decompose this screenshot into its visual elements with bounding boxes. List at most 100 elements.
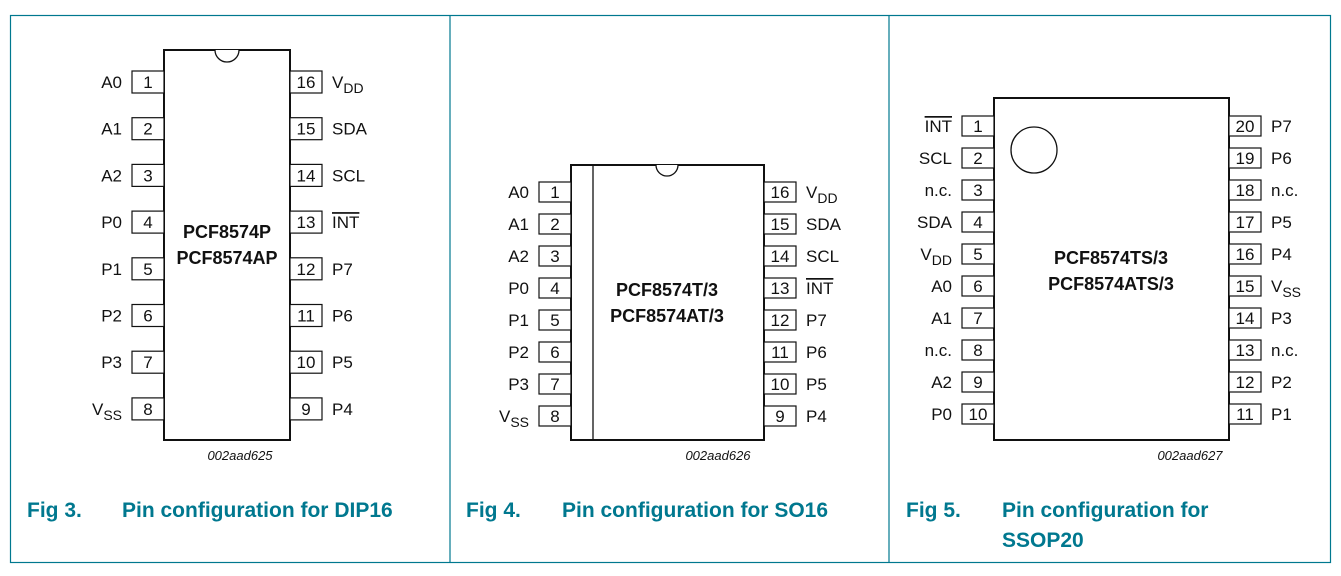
figure-title: SSOP20: [1002, 529, 1084, 552]
pin-7: 7P3: [508, 373, 572, 395]
pin-label: VDD: [806, 183, 838, 206]
figure-frame: [9, 14, 1332, 564]
pin-label: P0: [931, 405, 952, 424]
pin-number: 16: [297, 73, 316, 92]
pin-label: SDA: [332, 120, 368, 139]
pin-number: 6: [973, 277, 982, 296]
pin-label-text: SCL: [919, 149, 952, 168]
pin-number: 6: [550, 343, 559, 362]
pin-14: 14 SCL: [289, 163, 365, 187]
pin-number: 4: [550, 279, 559, 298]
pin-number: 11: [1236, 405, 1254, 424]
pin-label-text: P7: [1271, 117, 1292, 136]
chip-part-number: PCF8574T/3: [616, 280, 718, 300]
pin-number: 3: [973, 181, 982, 200]
pin-box: [1228, 275, 1262, 297]
pin-2: 2 SCL: [919, 147, 995, 169]
pin-box: [961, 147, 995, 169]
pin-6: 6P2: [508, 341, 572, 363]
pin-label-subscript: SS: [510, 414, 529, 430]
pin-number: 2: [973, 149, 982, 168]
pin-box: [1228, 115, 1262, 137]
pin-number: 7: [973, 309, 982, 328]
pin-box: [1228, 403, 1262, 425]
pin-label-text: V: [92, 400, 104, 419]
pin-label: A0: [508, 183, 529, 202]
pin-number: 14: [297, 166, 316, 185]
pin-number: 5: [143, 260, 152, 279]
pin1-dot-icon: [1010, 126, 1058, 174]
pin-label-text: INT: [925, 117, 952, 136]
pin-number: 3: [143, 166, 152, 185]
pin-label-text: P6: [806, 343, 827, 362]
pin-box: [131, 257, 165, 281]
pin-number: 2: [143, 120, 152, 139]
pin-label-text: P6: [332, 307, 353, 326]
pin-number: 8: [550, 407, 559, 426]
figure-title: Pin configuration for DIP16: [122, 499, 393, 522]
pin-label: SDA: [917, 213, 953, 232]
pin-label: VSS: [499, 407, 529, 430]
pin-2: 2A1: [508, 213, 572, 235]
pin-label: P7: [1271, 117, 1292, 136]
pin-label: VSS: [1271, 277, 1301, 300]
figure-number: Fig 3.: [27, 499, 82, 522]
pin-label: P5: [332, 353, 353, 372]
pin-label-text: A2: [101, 166, 122, 185]
pin-number: 11: [771, 343, 789, 362]
pin-number: 5: [973, 245, 982, 264]
pin-box: [538, 341, 572, 363]
figure-title: Pin configuration for: [1002, 499, 1208, 522]
figure-number: Fig 5.: [906, 499, 961, 522]
pin-label-text: A2: [508, 247, 529, 266]
pin-6: 6 A0: [931, 275, 995, 297]
pin1-notch-icon: [655, 164, 679, 177]
pin-label-text: P2: [101, 307, 122, 326]
pin-label-text: INT: [806, 279, 833, 298]
pin-box: [289, 163, 323, 187]
pin-number: 7: [143, 353, 152, 372]
pin-label: VSS: [92, 400, 122, 423]
pin-label-text: SDA: [917, 213, 953, 232]
chip-body: [163, 49, 291, 441]
pin-label: P5: [806, 375, 827, 394]
pin-label: P7: [806, 311, 827, 330]
pin-number: 10: [771, 375, 790, 394]
pin-box: [538, 309, 572, 331]
pin-box: [131, 70, 165, 94]
pin-number: 20: [1236, 117, 1255, 136]
pin-label: n.c.: [925, 181, 952, 200]
pin-label: P6: [332, 307, 353, 326]
pin-number: 13: [1236, 341, 1255, 360]
pin-box: [289, 117, 323, 141]
pin-label-text: A1: [931, 309, 952, 328]
pin-number: 10: [297, 353, 316, 372]
pin-number: 5: [550, 311, 559, 330]
pin-label: A0: [931, 277, 952, 296]
pin-label-subscript: DD: [343, 80, 363, 96]
pin-label-text: P4: [1271, 245, 1292, 264]
pin-label: n.c.: [1271, 341, 1298, 360]
pin-number: 17: [1236, 213, 1255, 232]
pin-label-text: SCL: [332, 166, 365, 185]
pin-label-subscript: DD: [817, 190, 837, 206]
pin-box: [763, 405, 797, 427]
pin-box: [289, 350, 323, 374]
pin-label-text: INT: [332, 213, 359, 232]
pin-20: 20 P7: [1228, 115, 1292, 137]
pin-label-text: P3: [1271, 309, 1292, 328]
pin-number: 9: [301, 400, 310, 419]
pin-label: P3: [508, 375, 529, 394]
pin-label-text: V: [1271, 277, 1283, 296]
pin-label-text: P4: [806, 407, 827, 426]
pin-label-text: P5: [806, 375, 827, 394]
